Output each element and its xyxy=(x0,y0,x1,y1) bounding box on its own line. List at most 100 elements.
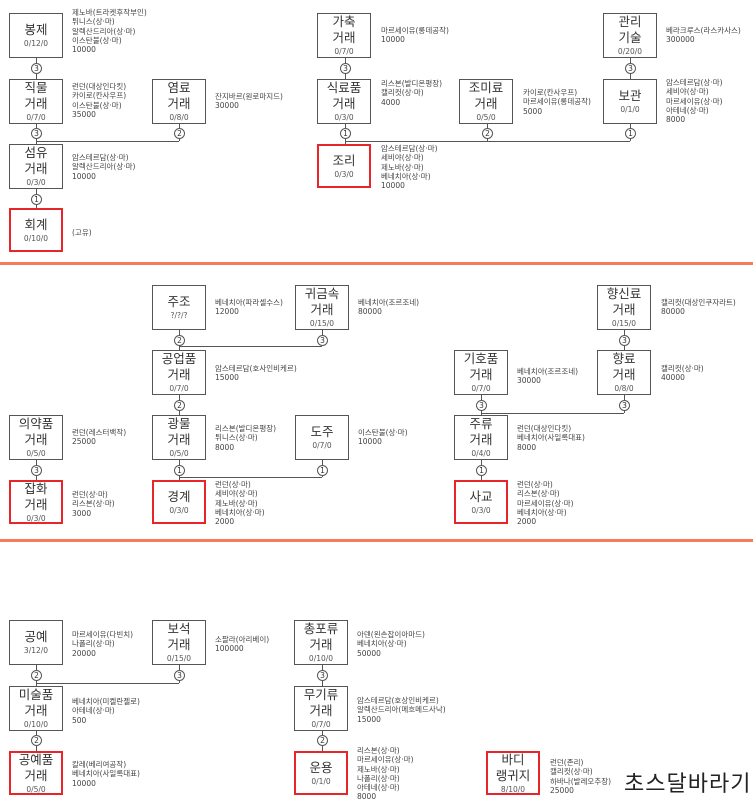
skill-name: 운용 xyxy=(309,759,333,775)
requirement-line: 마르세이유(상·마) xyxy=(517,498,574,508)
skill-level: 0/10/0 xyxy=(23,233,49,243)
requirement-line: 베네치아(사일록대표) xyxy=(517,433,585,443)
requirement-line: 베네치아(상·마) xyxy=(381,171,431,181)
requirement-line: 런던(상·마) xyxy=(215,480,251,489)
requirement-line: 리스본(상·마) xyxy=(357,746,400,755)
rank-badge: 1 xyxy=(340,128,351,139)
skill-level: 0/20/0 xyxy=(617,47,643,56)
section-divider xyxy=(0,262,753,265)
skill-node-jujo[interactable]: 주조?/?/? xyxy=(152,285,206,330)
skill-name: 거래 xyxy=(309,703,333,718)
skill-name: 주류 xyxy=(469,416,493,431)
skill-name: 경계 xyxy=(167,488,191,504)
skill-requirements: 런던(대상인다킷)카이로(칸사우프)이스탄불(상·마)35000 xyxy=(72,82,126,119)
requirement-line: 35000 xyxy=(72,109,96,119)
requirement-line: 암스테르담(호사인비케르) xyxy=(215,364,297,373)
rank-badge: 2 xyxy=(174,128,185,139)
skill-name: 직물 xyxy=(24,80,48,95)
requirement-line: 8000 xyxy=(517,442,537,452)
requirement-line: 5000 xyxy=(523,106,543,116)
requirement-line: 튀니스(상·마) xyxy=(72,17,115,27)
requirement-line: 캘리컷(상·마) xyxy=(550,767,593,777)
skill-name: 거래 xyxy=(310,302,334,317)
skill-name: 사교 xyxy=(469,488,493,504)
skill-name: 섬유 xyxy=(24,145,48,160)
rank-badge: 2 xyxy=(174,400,185,411)
skill-requirements: 런던(대상인다킷)베네치아(사일록대표)8000 xyxy=(517,424,585,452)
skill-level: 0/4/0 xyxy=(471,449,491,458)
requirement-line: 아덴(왼손잡이아마드) xyxy=(357,630,425,639)
skill-level: 0/5/0 xyxy=(169,449,189,458)
requirement-line: 3000 xyxy=(72,508,92,518)
requirement-line: 베네치아(파라셀수스) xyxy=(215,298,283,307)
rank-badge: 1 xyxy=(625,128,636,139)
skill-requirements: 베라크루스(라스카사스)300000 xyxy=(666,26,741,45)
skill-name: 거래 xyxy=(474,96,498,111)
skill-name: 거래 xyxy=(469,432,493,447)
skill-name: 바디 xyxy=(501,751,525,767)
rank-badge: 3 xyxy=(31,465,42,476)
requirement-line: 카이로(칸사우프) xyxy=(523,88,578,97)
skill-name: 거래 xyxy=(612,367,636,382)
requirement-line: 런던(상·마) xyxy=(72,490,108,499)
requirement-line: 2000 xyxy=(517,517,537,527)
skill-name: 가축 xyxy=(332,14,356,29)
skill-name: 미술품 xyxy=(18,687,54,702)
skill-name: 거래 xyxy=(167,432,191,447)
skill-level: 0/1/0 xyxy=(311,776,331,786)
requirement-line: 베네치아(상·마) xyxy=(215,507,265,517)
skill-level: 0/15/0 xyxy=(166,654,192,663)
requirement-line: 10000 xyxy=(72,778,96,788)
rank-badge: 1 xyxy=(317,465,328,476)
skill-requirements: 런던(존리)캘리컷(상·마)하바나(발레오추장)25000 xyxy=(550,758,611,795)
skill-name: 무기류 xyxy=(303,687,339,702)
requirement-line: 아테네(상·마) xyxy=(666,105,709,115)
requirement-line: 런던(대상인다킷) xyxy=(72,82,127,91)
requirement-line: 튀니스(상·마) xyxy=(215,433,258,443)
skill-requirements: 마르세이유(롱데공작)10000 xyxy=(381,26,449,45)
requirement-line: 10000 xyxy=(381,35,405,45)
skill-requirements: 베네치아(파라셀수스)12000 xyxy=(215,298,283,317)
requirement-line: 런던(레스터백작) xyxy=(72,428,127,437)
requirement-line: 암스테르담(상·마) xyxy=(666,78,723,87)
skill-requirements: 캘리컷(상·마)40000 xyxy=(661,364,704,383)
requirement-line: 10000 xyxy=(358,437,382,447)
requirement-line: 80000 xyxy=(661,307,685,317)
rank-badge: 2 xyxy=(482,128,493,139)
skill-name: 거래 xyxy=(332,96,356,111)
skill-name: 거래 xyxy=(167,367,191,382)
rank-badge: 3 xyxy=(317,670,328,681)
rank-badge: 1 xyxy=(31,194,42,205)
